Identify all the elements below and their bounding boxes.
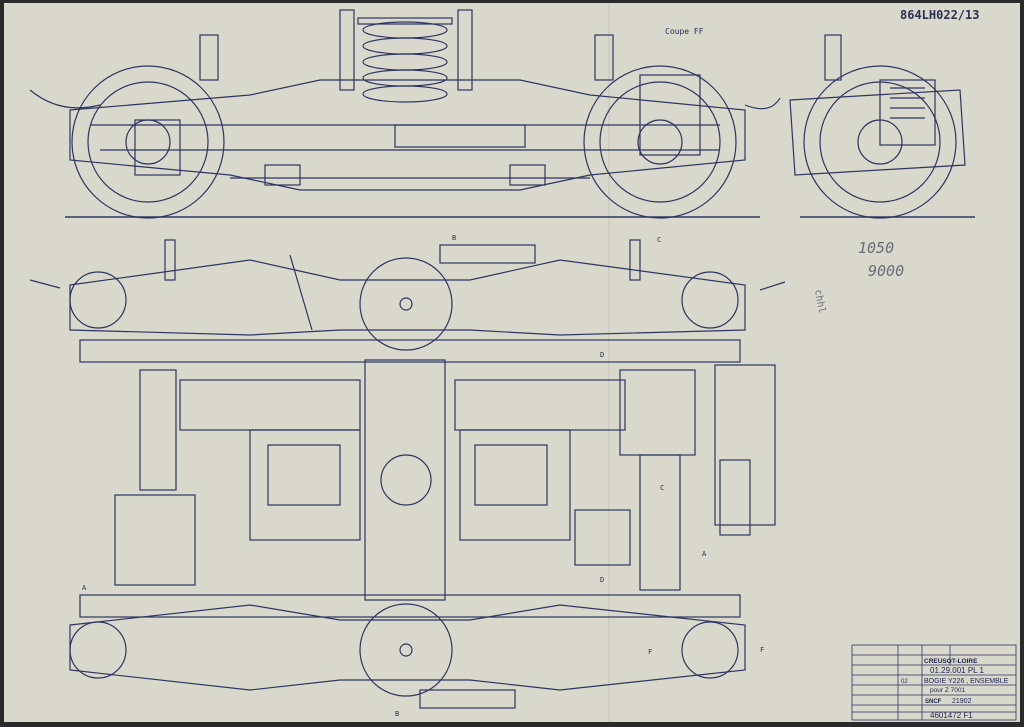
section-mark-d-top: D: [600, 351, 604, 359]
plan-view: [29, 239, 786, 709]
title-ref-number: 21902: [952, 698, 972, 705]
lower-spring-cap: [359, 603, 453, 697]
title-bottom-number: 4601472 F1: [930, 711, 973, 720]
title-drawing-number: 01.29.001 PL 1: [930, 666, 985, 675]
section-mark-d-bottom: D: [600, 576, 604, 584]
section-mark-c-top: C: [657, 236, 661, 244]
title-line-2: pour Z 7001: [930, 687, 965, 694]
section-mark-b-bottom: B: [395, 710, 399, 718]
upper-spring-cap: [359, 257, 453, 351]
traction-motor-right: [459, 429, 571, 541]
side-elevation-view: [29, 9, 781, 219]
pencil-side-note: chhl: [812, 289, 827, 315]
suspension-spring: [357, 17, 453, 103]
title-brand: SNCF: [925, 699, 942, 705]
pencil-note-2: 9000: [868, 262, 904, 280]
wheel-right: [583, 65, 737, 219]
section-mark-c-mid: C: [660, 484, 664, 492]
pencil-note-1: 1050: [858, 239, 894, 257]
section-mark-a-left: A: [82, 584, 87, 592]
wheel-left: [71, 65, 225, 219]
title-block: [851, 644, 1017, 721]
section-mark-a-right: A: [702, 550, 707, 558]
title-line-1: BOGIE Y226 , ENSEMBLE: [924, 678, 1009, 685]
section-mark-f-right: F: [760, 646, 764, 654]
section-mark-f-bottom: F: [648, 648, 652, 656]
section-ff-view: [789, 34, 975, 219]
title-revision: 02: [901, 679, 908, 685]
archive-reference: 864LH022/13: [900, 8, 979, 22]
traction-motor-left: [249, 429, 361, 541]
section-mark-b-top: B: [452, 234, 456, 242]
section-label: Coupe FF: [665, 27, 704, 36]
title-company: CREUSOT-LOIRE: [924, 658, 978, 665]
